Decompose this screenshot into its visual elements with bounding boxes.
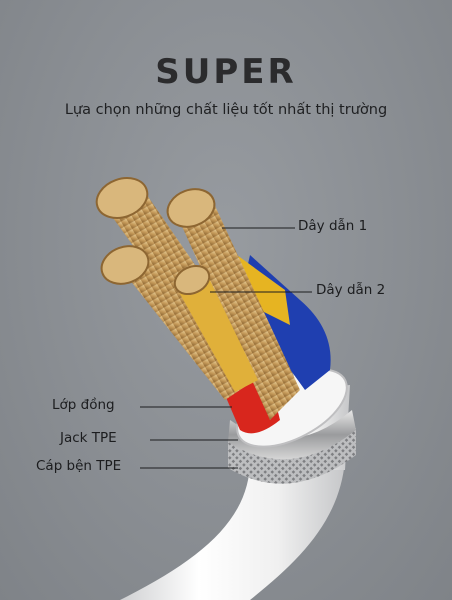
callout-jack: Jack TPE — [60, 430, 117, 446]
banner-title: SUPER — [155, 52, 297, 92]
callout-braided-cable: Cáp bện TPE — [36, 458, 122, 474]
callout-wire2: Dây dẫn 2 — [316, 282, 386, 298]
strand-end-top-left — [95, 177, 149, 219]
callout-copper-layer: Lớp đồng — [52, 397, 115, 413]
copper-strand-right — [170, 195, 300, 420]
yellow-core-sleeve — [175, 270, 258, 392]
banner-subtitle: Lựa chọn những chất liệu tốt nhất thị tr… — [64, 102, 388, 118]
cable-jacket — [120, 460, 345, 600]
metal-collar-knurled — [228, 428, 356, 484]
callout-wire1: Dây dẫn 1 — [298, 218, 368, 234]
strand-end-left — [100, 245, 150, 285]
strand-end-center — [173, 264, 211, 296]
strand-end-top-right — [166, 188, 216, 228]
yellow-insulation — [230, 250, 290, 325]
